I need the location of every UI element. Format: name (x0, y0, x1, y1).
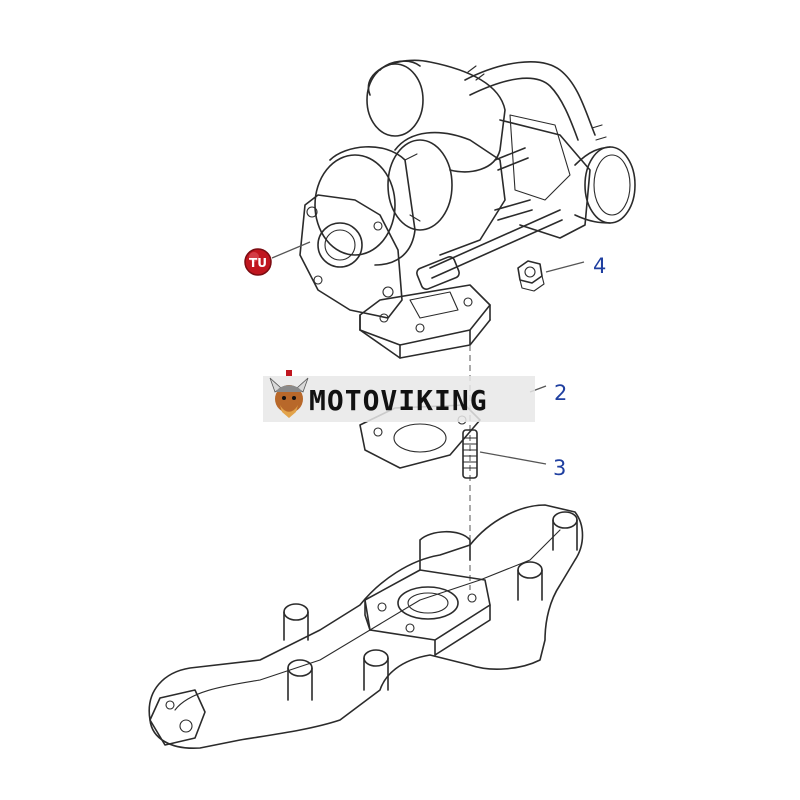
exhaust-manifold-drawing (148, 504, 584, 749)
callout-2: 2 (554, 381, 567, 405)
callout-4: 4 (593, 254, 606, 278)
viking-mascot-icon (269, 370, 309, 418)
watermark-text: MOTOVIKING (309, 384, 488, 417)
leader-line-4 (545, 261, 585, 273)
tu-badge: TU (244, 241, 311, 276)
stud-part-3 (462, 429, 478, 479)
callout-3: 3 (553, 456, 566, 480)
leader-line-3 (479, 451, 547, 465)
turbocharger-drawing (299, 59, 636, 359)
nut-part-4 (517, 260, 545, 292)
tu-badge-label: TU (249, 256, 267, 270)
motoviking-watermark: MOTOVIKING (263, 370, 535, 422)
